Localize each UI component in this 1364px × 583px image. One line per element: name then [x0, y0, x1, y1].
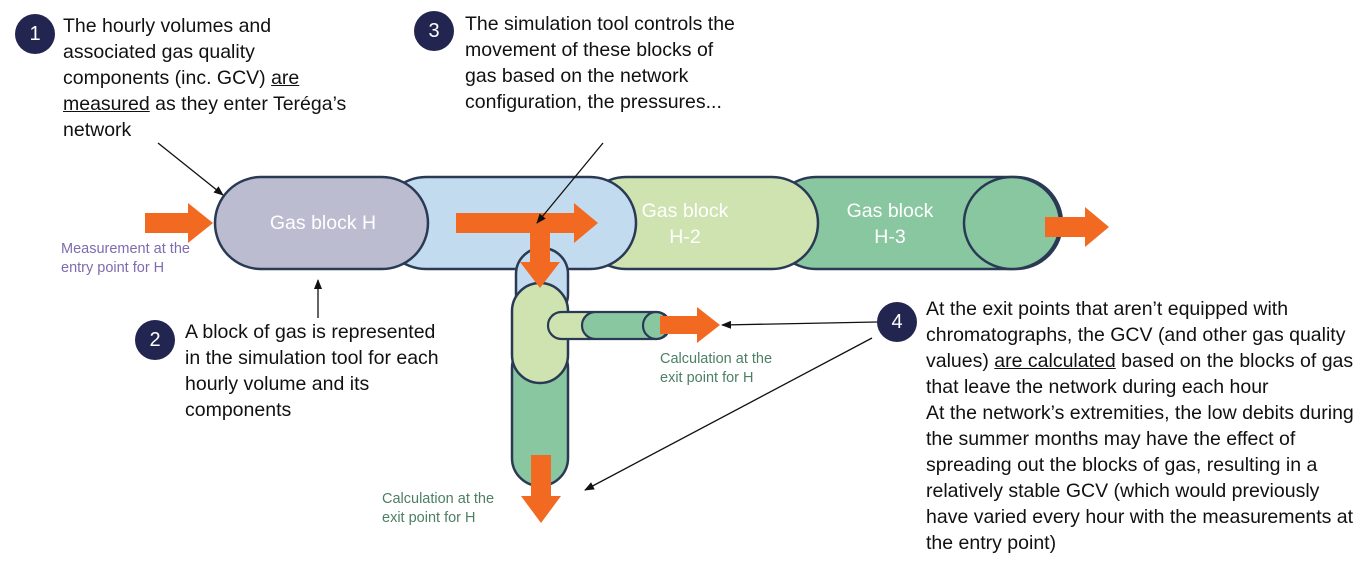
gas-block-h3-label: Gas block H-3: [846, 200, 934, 248]
exit-right-arrow: [1045, 207, 1109, 247]
pointer-1: [157, 142, 224, 196]
gas-block-h-label: Gas block H: [269, 212, 377, 234]
bottom-exit-arrow: [521, 455, 561, 523]
step-2-badge: 2: [135, 320, 175, 360]
pointer-4b: [584, 337, 873, 491]
gas-block-h-shape: [213, 175, 430, 271]
side-exit-calculation-label: Calculation at the exit point for H: [660, 351, 773, 386]
junction-arrow: [456, 203, 598, 243]
pointer-3: [536, 142, 604, 224]
callout-3-text: The simulation tool controls the movemen…: [465, 13, 735, 113]
entry-arrow: [145, 203, 213, 243]
callout-4-text: At the exit points that aren’t equipped …: [926, 296, 1364, 556]
callout-4-emphasis: are calculated: [994, 350, 1116, 372]
gas-block-h2-label: Gas block H-2: [641, 200, 729, 248]
callout-2-text: A block of gas is represented in the sim…: [185, 321, 439, 421]
callout-4-extremities-text: At the network’s extremities, the low de…: [926, 402, 1354, 554]
pointer-4a: [721, 320, 878, 329]
down-arrow: [520, 226, 560, 288]
side-exit-arrow: [660, 307, 720, 343]
bottom-exit-calculation-label: Calculation at the exit point for H: [382, 491, 495, 526]
pointer-lines: [157, 142, 878, 491]
flow-arrows: [145, 203, 1109, 523]
callout-1-text: The hourly volumes and associated gas qu…: [63, 15, 347, 141]
step-1-badge: 1: [15, 14, 55, 54]
entry-measurement-label: Measurement at the entry point for H: [61, 241, 190, 276]
side-branch: [546, 310, 672, 341]
step-3-badge: 3: [414, 11, 454, 51]
callout-1-emphasis: are measured: [63, 67, 300, 115]
step-4-badge: 4: [877, 302, 917, 342]
